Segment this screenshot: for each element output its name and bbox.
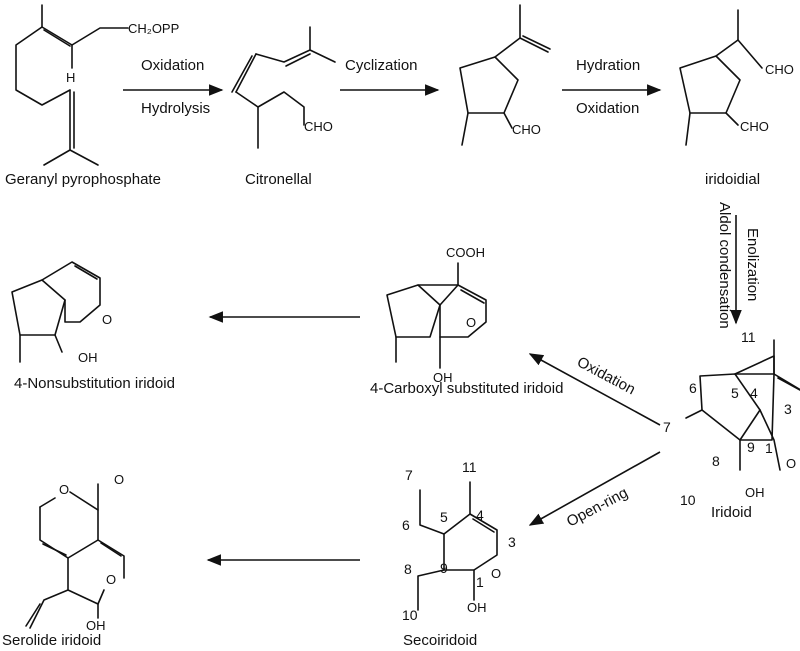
iridoid-atom-11: 11	[741, 329, 756, 345]
serolide-iridoid-structure	[25, 483, 125, 629]
geranyl-ch2opp-label: CH₂OPP	[128, 21, 179, 36]
secoiridoid-atom-6: 6	[402, 517, 410, 533]
secoiridoid-atom-7: 7	[405, 467, 413, 483]
secoiridoid-oh-label: OH	[467, 600, 487, 615]
carboxyl-iridoid-structure	[386, 262, 487, 369]
reaction-oxidation-label: Oxidation	[141, 57, 204, 74]
geranyl-pyrophosphate-structure: CH₂OPP H	[15, 4, 179, 166]
reaction-hydration-label: Hydration	[576, 57, 640, 74]
secoiridoid-atom-1: 1	[476, 574, 484, 590]
serolide-ring-o-label: O	[59, 482, 69, 497]
nonsubstitution-iridoid-structure	[11, 261, 101, 363]
carboxyl-iridoid-caption: 4-Carboxyl substituted iridoid	[370, 380, 563, 397]
reaction-enolization-label: Enolization	[744, 228, 761, 301]
iridoidial-structure	[679, 9, 763, 146]
iridoid-atom-9: 9	[747, 439, 755, 455]
secoiridoid-structure	[417, 481, 498, 611]
secoiridoid-o-label: O	[491, 566, 501, 581]
iridoid-structure	[685, 339, 800, 471]
serolide-iridoid-caption: Serolide iridoid	[2, 632, 101, 649]
secoiridoid-atom-5: 5	[440, 509, 448, 525]
serolide-oh-label: OH	[86, 618, 106, 633]
nonsubstitution-iridoid-caption: 4-Nonsubstitution iridoid	[14, 375, 175, 392]
serolide-carbonyl-o-label: O	[114, 472, 124, 487]
reaction-cyclization-label: Cyclization	[345, 57, 418, 74]
iridoid-atom-5: 5	[731, 385, 739, 401]
iridoid-atom-10: 10	[680, 492, 696, 508]
secoiridoid-atom-8: 8	[404, 561, 412, 577]
secoiridoid-atom-9: 9	[440, 560, 448, 576]
nonsub-o-label: O	[102, 312, 112, 327]
reaction-open-ring-label: Open-ring	[564, 484, 631, 530]
iridoidial-caption: iridoidial	[705, 171, 760, 188]
reaction-hydrolysis-label: Hydrolysis	[141, 100, 210, 117]
cyclized-cho-label: CHO	[512, 122, 541, 137]
geranyl-h-label: H	[66, 70, 75, 85]
reaction-aldol-label: Aldol condensation	[716, 202, 733, 329]
secoiridoid-atom-10: 10	[402, 607, 418, 623]
reaction-oxidation3-label: Oxidation	[574, 354, 638, 399]
iridoid-o-label: O	[786, 456, 796, 471]
geranyl-pyrophosphate-caption: Geranyl pyrophosphate	[5, 171, 161, 188]
iridoidial-cho1-label: CHO	[765, 62, 794, 77]
citronellal-caption: Citronellal	[245, 171, 312, 188]
secoiridoid-atom-3: 3	[508, 534, 516, 550]
cyclized-intermediate-structure	[459, 4, 551, 146]
citronellal-structure	[231, 26, 336, 149]
carboxyl-cooh-label: COOH	[446, 245, 485, 260]
iridoid-atom-4: 4	[750, 385, 758, 401]
citronellal-cho-label: CHO	[304, 119, 333, 134]
iridoid-caption: Iridoid	[711, 504, 752, 521]
reaction-oxidation2-label: Oxidation	[576, 100, 639, 117]
nonsub-oh-label: OH	[78, 350, 98, 365]
carboxyl-oh-label: OH	[433, 370, 453, 385]
secoiridoid-atom-11: 11	[462, 459, 477, 475]
iridoid-atom-6: 6	[689, 380, 697, 396]
carboxyl-o-label: O	[466, 315, 476, 330]
arrow-oxidation-to-carboxyl	[528, 353, 661, 426]
iridoidial-cho2-label: CHO	[740, 119, 769, 134]
arrow-open-ring	[528, 451, 661, 526]
iridoid-atom-8: 8	[712, 453, 720, 469]
iridoid-atom-1: 1	[765, 440, 773, 456]
iridoid-oh-label: OH	[745, 485, 765, 500]
iridoid-atom-3: 3	[784, 401, 792, 417]
serolide-o-label: O	[106, 572, 116, 587]
secoiridoid-caption: Secoiridoid	[403, 632, 477, 649]
iridoid-atom-7: 7	[663, 419, 671, 435]
secoiridoid-atom-4: 4	[476, 507, 484, 523]
